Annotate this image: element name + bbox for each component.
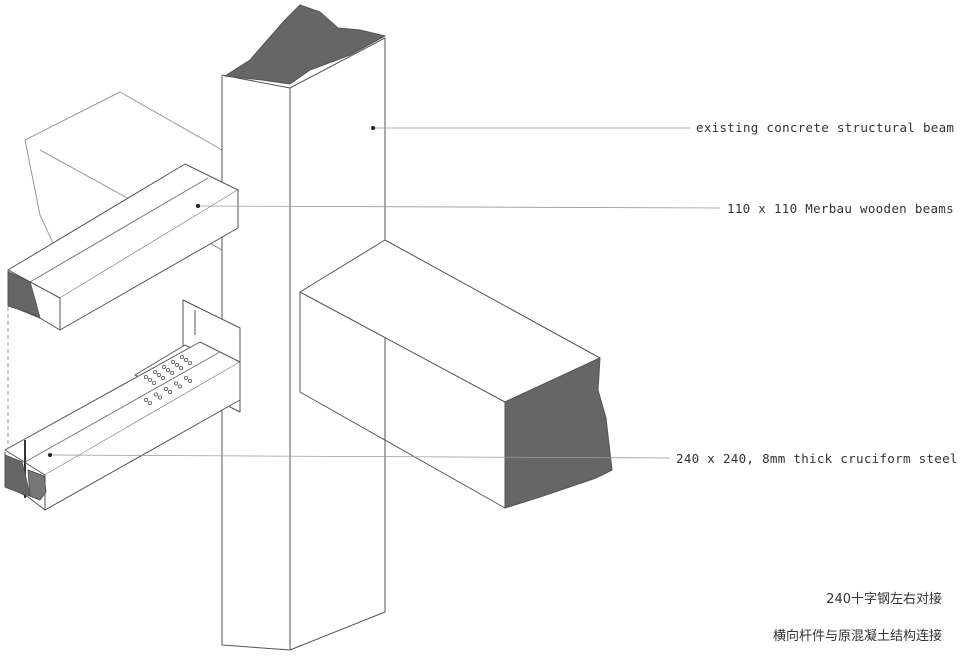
bolt-hole: [173, 381, 178, 386]
caption-line-1: 240十字钢左右对接: [826, 592, 942, 607]
lower-cruciform-steel-beam: [4, 341, 241, 511]
beam-broken-end: [504, 357, 613, 509]
bolt-hole: [161, 364, 166, 369]
bolt-hole: [153, 392, 158, 397]
upper-beam-section: [7, 271, 41, 319]
bolt-hole: [160, 375, 165, 380]
label-cruciform-steel: 240 x 240, 8mm thick cruciform steel: [676, 451, 958, 466]
lower-beam-section-right: [27, 469, 47, 501]
bolt-hole: [156, 372, 161, 377]
leader-cruciform-steel: [49, 454, 671, 459]
bolt-hole: [163, 386, 168, 391]
bolt-hole: [169, 370, 174, 375]
bolt-holes: [143, 354, 192, 405]
bolt-hole: [179, 354, 184, 359]
caption-line-2: 横向杆件与原混凝土结构连接: [772, 629, 942, 644]
bolt-hole: [147, 377, 152, 382]
bolt-hole: [174, 362, 179, 367]
leader-wooden-beams: [197, 205, 721, 209]
bolt-hole: [143, 397, 148, 402]
transverse-concrete-beam: [299, 239, 613, 509]
bolt-hole: [152, 369, 157, 374]
concrete-column: [221, 4, 386, 651]
bolt-hole: [167, 389, 172, 394]
bolt-hole: [178, 365, 183, 370]
bolt-hole: [183, 375, 188, 380]
label-concrete-beam: existing concrete structural beam: [696, 120, 955, 135]
bolt-hole: [157, 395, 162, 400]
bolt-hole: [165, 367, 170, 372]
column-broken-top: [224, 4, 386, 85]
bolt-hole: [183, 357, 188, 362]
bolt-hole: [170, 359, 175, 364]
bolt-hole: [187, 360, 192, 365]
bolt-hole: [151, 380, 156, 385]
bolt-hole: [177, 384, 182, 389]
bolt-hole: [187, 378, 192, 383]
bolt-hole: [147, 400, 152, 405]
leader-dots: [48, 126, 375, 457]
upper-wooden-beam: [7, 163, 239, 331]
label-wooden-beams: 110 x 110 Merbau wooden beams: [727, 201, 954, 216]
bolt-hole: [143, 374, 148, 379]
leader-lines: [49, 127, 721, 459]
